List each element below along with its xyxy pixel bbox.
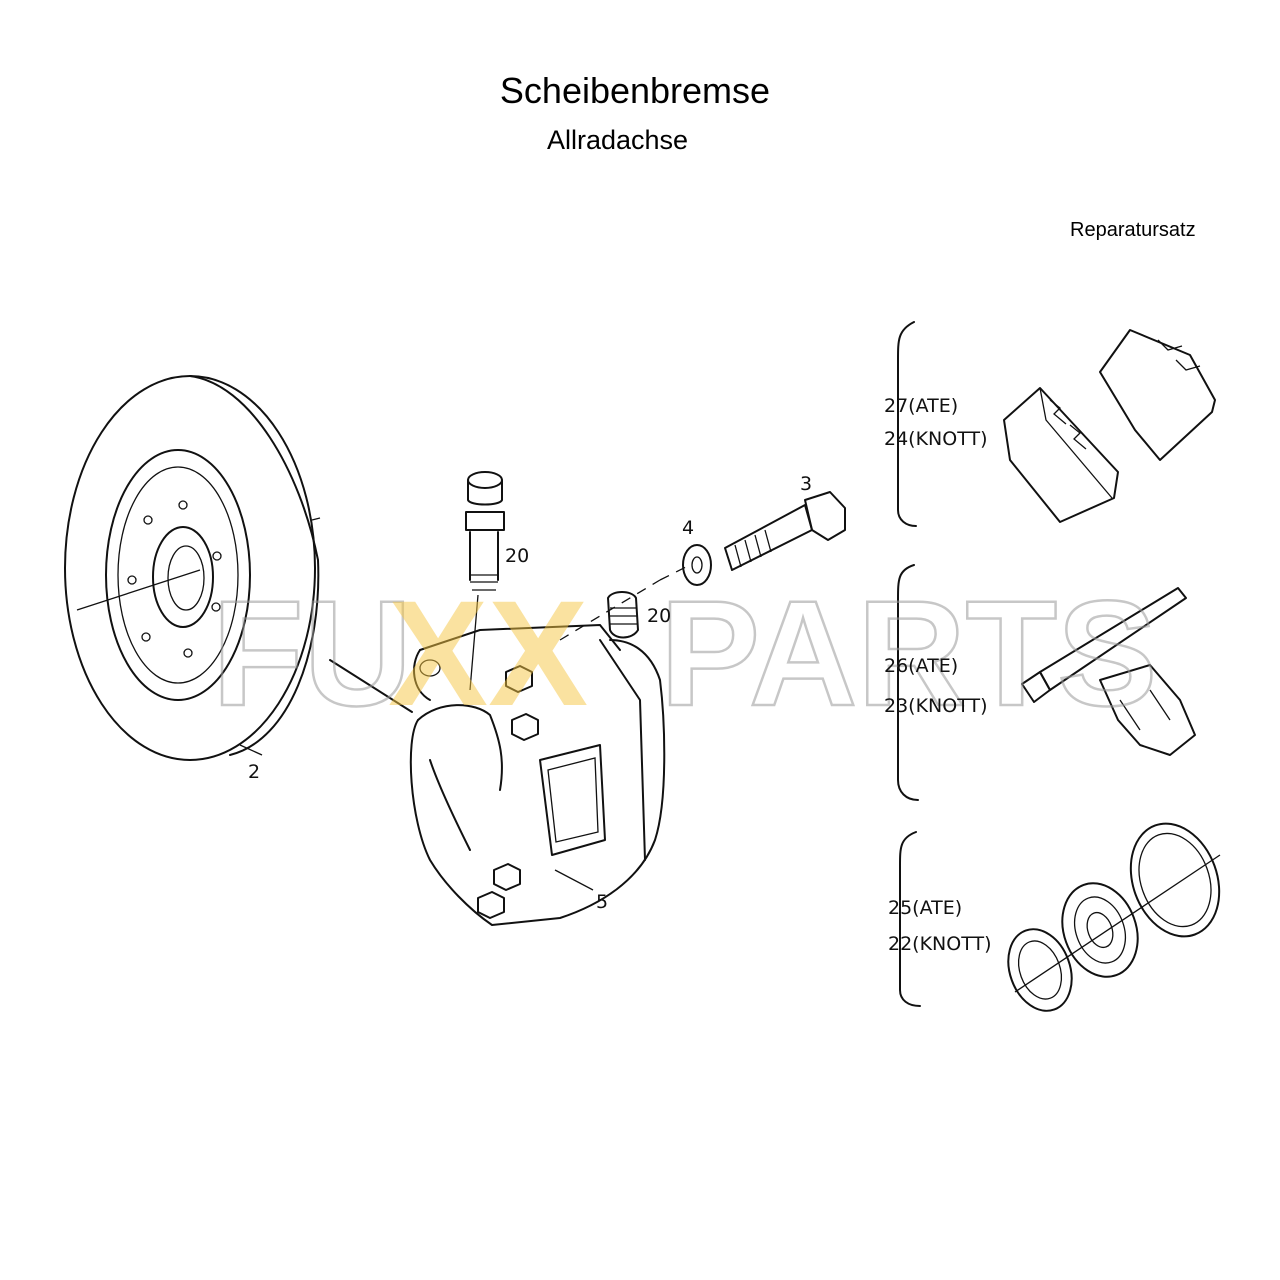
repair-kit-label: Reparatursatz (1070, 219, 1196, 241)
bleeder-screw-right (607, 591, 639, 639)
brake-disc (64, 375, 413, 761)
callout-pins-knott: 23(KNOTT) (884, 695, 988, 717)
callout-disc: 2 (248, 761, 260, 783)
callout-pins-ate: 26(ATE) (884, 655, 958, 677)
guide-bolt (724, 491, 846, 571)
callout-washer: 4 (682, 517, 694, 539)
kit-bracket-seals (899, 831, 921, 1007)
brake-pads (1003, 329, 1216, 523)
callout-bleeder-top: 20 (505, 545, 529, 567)
diagram-subtitle: Allradachse (547, 125, 689, 155)
seal-rings (1007, 822, 1221, 1012)
callout-pads-ate: 27(ATE) (884, 395, 958, 417)
callout-bleeder-right: 20 (647, 605, 671, 627)
svg-text:PARTS: PARTS (660, 569, 1157, 737)
kit-bracket-pads (897, 321, 917, 527)
callout-seals-ate: 25(ATE) (888, 897, 962, 919)
svg-text:XX: XX (388, 569, 588, 737)
brake-caliper (409, 624, 666, 926)
diagram-title: Scheibenbremse (499, 70, 771, 111)
callout-caliper: 5 (596, 891, 608, 913)
svg-text:FU: FU (212, 569, 412, 737)
callout-seals-knott: 22(KNOTT) (888, 933, 992, 955)
guide-pin-and-clip (1021, 587, 1196, 756)
kit-bracket-pins (897, 564, 919, 801)
fuxx-parts-watermark: FU XX PARTS (211, 568, 1159, 739)
callout-bolt: 3 (800, 473, 812, 495)
bleeder-screw-top (465, 471, 505, 691)
washer (682, 544, 712, 586)
callout-pads-knott: 24(KNOTT) (884, 428, 988, 450)
